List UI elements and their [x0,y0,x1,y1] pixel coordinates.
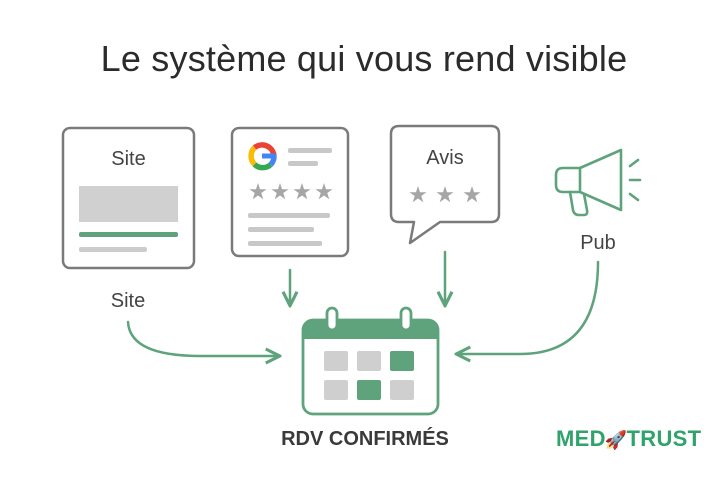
google-text-line [248,227,314,232]
google-text-line [288,148,332,153]
calendar-icon [301,306,440,416]
arrow-icon [458,260,600,354]
site-card-header: Site [111,148,146,170]
star-icon [271,183,289,200]
google-g-icon [248,142,277,171]
star-icon [249,183,267,200]
google-text-line [248,241,322,246]
rdv-label: RDV CONFIRMÉS [281,428,449,450]
megaphone-icon [554,148,642,217]
meditrust-logo: MED🚀TRUST [556,426,701,452]
star-icon [315,183,333,200]
flow-arrows [126,250,600,356]
logo-text-part2: TRUST [626,426,702,451]
site-text-line [79,247,147,252]
site-caption: Site [110,290,146,312]
site-image-placeholder [79,186,178,222]
site-card [61,126,196,270]
arrow-icon [126,320,278,356]
rocket-icon: 🚀 [604,430,628,450]
star-icon [409,186,427,203]
star-icon [436,186,454,203]
star-icon [293,183,311,200]
google-card [230,126,350,258]
page-title: Le système qui vous rend visible [100,38,628,79]
avis-bubble [389,124,501,245]
google-text-line [248,213,330,218]
star-icon [463,186,481,203]
avis-bubble-header: Avis [426,147,464,169]
google-text-line [288,161,318,166]
pub-caption: Pub [580,232,616,254]
logo-text-part1: MED [556,426,606,451]
site-green-bar [79,232,178,237]
